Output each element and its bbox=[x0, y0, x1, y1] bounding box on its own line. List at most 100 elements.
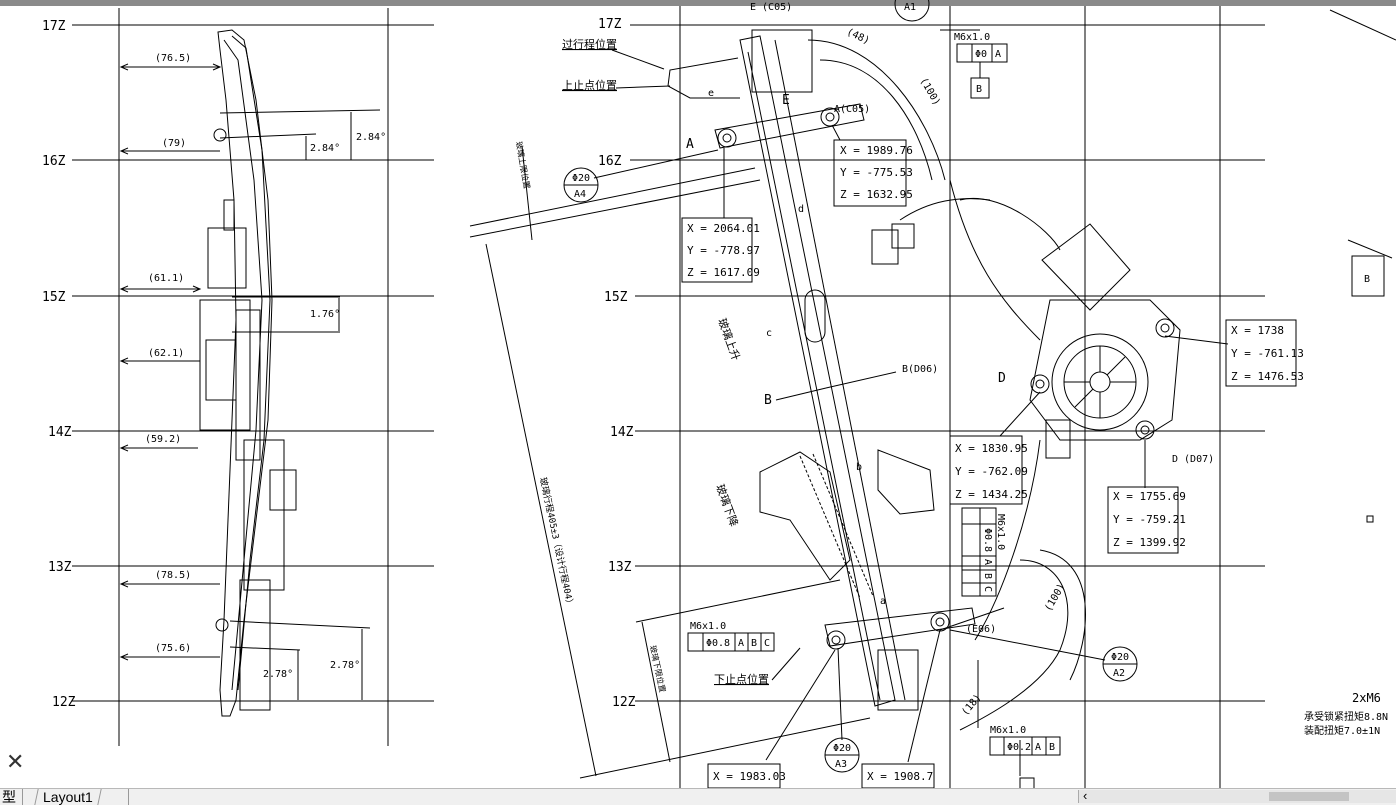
fcf-cell: A bbox=[738, 638, 744, 649]
fcf-cell: B bbox=[1049, 742, 1055, 753]
feature-control-frames bbox=[687, 43, 1385, 790]
level-label-left: 15Z bbox=[42, 290, 66, 305]
coordinate-boxes bbox=[681, 139, 1297, 789]
fcf-vertical-cell: B bbox=[982, 573, 993, 579]
coord-z: Z = 1399.92 bbox=[1113, 536, 1186, 549]
m6-label: M6x1.0 bbox=[995, 514, 1006, 550]
bubble-a2: A2 bbox=[1113, 668, 1125, 679]
torque-note-1: 承受锁紧扭矩8.8N bbox=[1304, 710, 1388, 723]
side-dim-label: (61.1) bbox=[148, 273, 184, 284]
coord-x: X = 1989.76 bbox=[840, 144, 913, 157]
fcf-cell: A bbox=[995, 49, 1001, 60]
tab-layout1[interactable]: Layout1 bbox=[34, 789, 102, 805]
coord-z: Z = 1476.53 bbox=[1231, 370, 1304, 383]
coord-y: Y = -778.97 bbox=[687, 244, 760, 257]
bubble-a4: A4 bbox=[574, 189, 586, 200]
level-label-main: 15Z bbox=[604, 290, 628, 305]
side-angle-label: 2.84° bbox=[310, 143, 340, 154]
level-label-left: 17Z bbox=[42, 19, 66, 34]
section-letter: D bbox=[998, 371, 1006, 386]
side-view-dimensions bbox=[119, 63, 381, 700]
side-dim-label: (62.1) bbox=[148, 348, 184, 359]
section-letter: B bbox=[764, 393, 772, 408]
layout-tab-bar: 型 Layout1 ‹ bbox=[0, 788, 1396, 805]
bottom-dead-center-label: 下止点位置 bbox=[714, 672, 769, 686]
side-angle-label: 2.78° bbox=[330, 660, 360, 671]
coord-y: Y = -759.21 bbox=[1113, 513, 1186, 526]
fcf-cell: A bbox=[1035, 742, 1041, 753]
side-angle-label: 1.76° bbox=[310, 309, 340, 320]
coord-y: Y = -761.13 bbox=[1231, 347, 1304, 360]
grid-vertical-lines bbox=[118, 6, 1221, 790]
scroll-left-icon[interactable]: ‹ bbox=[1083, 788, 1088, 803]
travel-position-label: 过行程位置 bbox=[562, 37, 617, 51]
level-label-left: 13Z bbox=[48, 560, 72, 575]
fcf-datum: B bbox=[976, 84, 982, 95]
bubble-phi20: Φ20 bbox=[833, 743, 851, 754]
fcf-cell: C bbox=[764, 638, 770, 649]
level-label-main: 16Z bbox=[598, 154, 622, 169]
level-label-main: 13Z bbox=[608, 560, 632, 575]
cable-dim-18: (18) bbox=[960, 692, 984, 718]
fcf-vertical-cell: C bbox=[982, 586, 993, 592]
level-label-left: 12Z bbox=[52, 695, 76, 710]
main-view-motor bbox=[1029, 223, 1181, 459]
scroll-thumb[interactable] bbox=[1269, 792, 1349, 801]
main-view-leaders bbox=[469, 9, 1396, 776]
window-top-border bbox=[0, 0, 1396, 6]
side-dim-label: (79) bbox=[162, 138, 186, 149]
level-label-main: 12Z bbox=[612, 695, 636, 710]
tab-layout1-label: Layout1 bbox=[43, 789, 93, 805]
coord-x: X = 1983.03 bbox=[713, 770, 786, 783]
m6-label: M6x1.0 bbox=[690, 621, 726, 632]
part-letter: b bbox=[856, 462, 862, 473]
ref-b-d06: B(D06) bbox=[902, 364, 938, 375]
coord-z: Z = 1632.95 bbox=[840, 188, 913, 201]
reference-bubbles bbox=[563, 0, 1138, 773]
part-letter: d bbox=[798, 204, 804, 215]
horizontal-scrollbar[interactable]: ‹ bbox=[1078, 788, 1396, 803]
ref-e06: (E06) bbox=[966, 624, 996, 635]
fcf-vertical-cell: A bbox=[982, 559, 993, 565]
m6-label: M6x1.0 bbox=[954, 32, 990, 43]
side-dim-label: (76.5) bbox=[155, 53, 191, 64]
fcf-cell: B bbox=[751, 638, 757, 649]
torque-note-2: 装配扭矩7.0±1N bbox=[1304, 724, 1380, 737]
level-label-left: 16Z bbox=[42, 154, 66, 169]
coord-y: Y = -762.09 bbox=[955, 465, 1028, 478]
m6-label: M6x1.0 bbox=[990, 725, 1026, 736]
fcf-vertical-cell: Φ0.8 bbox=[982, 528, 993, 552]
ref-d-d07: D (D07) bbox=[1172, 454, 1214, 465]
coord-z: Z = 1617.09 bbox=[687, 266, 760, 279]
fcf-cell: Φ0 bbox=[975, 49, 987, 60]
side-dim-label: (75.6) bbox=[155, 643, 191, 654]
glass-stroke-label: 玻璃行程405±3（设计行程404） bbox=[537, 476, 576, 609]
cable-dim-48: (48) bbox=[845, 27, 871, 47]
top-dead-center-label: 上止点位置 bbox=[562, 78, 617, 92]
level-label-main: 14Z bbox=[610, 425, 634, 440]
coord-x: X = 2064.01 bbox=[687, 222, 760, 235]
main-view-cable bbox=[807, 39, 1086, 731]
m6-caption: 2xM6 bbox=[1352, 691, 1381, 705]
edge-bubble: B bbox=[1364, 274, 1370, 285]
add-layout-tab[interactable] bbox=[118, 789, 129, 805]
coord-x: X = 1908.7 bbox=[867, 770, 933, 783]
part-letter: e bbox=[708, 88, 714, 99]
cable-dim-100-bottom: (100) bbox=[1043, 582, 1068, 614]
bubble-phi20: Φ20 bbox=[572, 173, 590, 184]
tab-model[interactable]: 型 bbox=[2, 789, 23, 805]
side-view-regulator bbox=[199, 29, 297, 717]
main-view-connector bbox=[871, 223, 915, 265]
grid-horizontal-lines bbox=[72, 24, 1265, 702]
fcf-cell: Φ0.8 bbox=[706, 638, 730, 649]
bubble-a3: A3 bbox=[835, 759, 847, 770]
cable-dim-100-top: (100) bbox=[917, 76, 942, 108]
coord-z: Z = 1434.25 bbox=[955, 488, 1028, 501]
ref-a-c05: A(C05) bbox=[834, 104, 870, 115]
side-dim-label: (59.2) bbox=[145, 434, 181, 445]
bubble-phi20: Φ20 bbox=[1111, 652, 1129, 663]
level-label-main: 17Z bbox=[598, 17, 622, 32]
fcf-cell: Φ0.2 bbox=[1007, 742, 1031, 753]
section-letter: E bbox=[782, 93, 790, 108]
